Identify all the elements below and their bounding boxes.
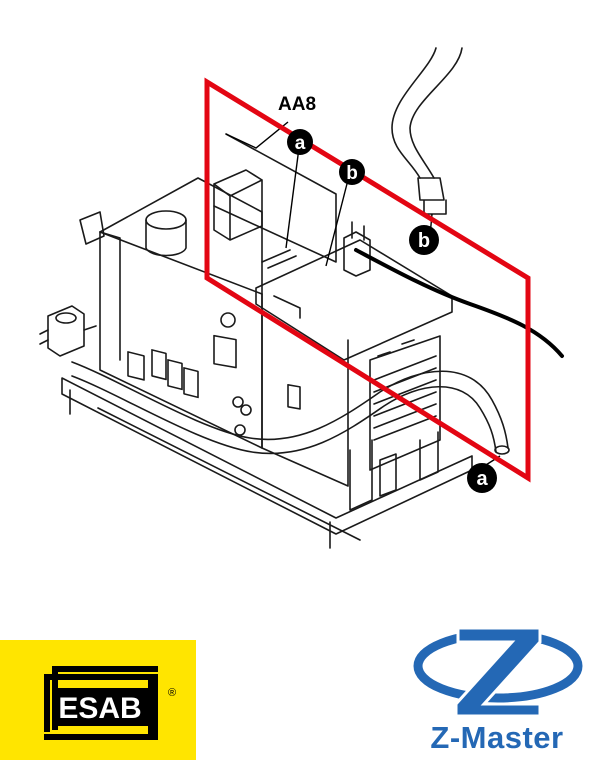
- svg-text:a: a: [476, 468, 488, 490]
- assembly-diagram: AA8 a b b a: [39, 47, 564, 549]
- zmaster-logo-text: Z-Master: [430, 720, 564, 755]
- gas-hose: [71, 361, 509, 449]
- black-cable: [354, 248, 564, 358]
- capacitor: [145, 210, 187, 230]
- zmaster-logo: [413, 626, 583, 718]
- valve: [47, 305, 85, 357]
- callout-upper-a: a: [287, 129, 313, 155]
- esab-logo-text: ESAB: [58, 692, 141, 725]
- harness-connector: [417, 177, 447, 215]
- wiring-harness: [391, 47, 463, 179]
- callout-cable-b: b: [409, 225, 439, 255]
- registered-mark: ®: [168, 687, 176, 699]
- callout-upper-b: b: [339, 159, 365, 185]
- callout-hose-a: a: [467, 463, 497, 493]
- svg-text:b: b: [346, 163, 358, 184]
- svg-text:a: a: [295, 133, 306, 154]
- circuit-board: [213, 133, 337, 263]
- svg-text:b: b: [418, 230, 430, 252]
- esab-logo: ESAB ®: [0, 640, 196, 760]
- part-label-aa8: AA8: [278, 94, 316, 115]
- relay: [213, 169, 263, 241]
- highlight-frame: [204, 77, 531, 483]
- left-housing: [99, 231, 263, 449]
